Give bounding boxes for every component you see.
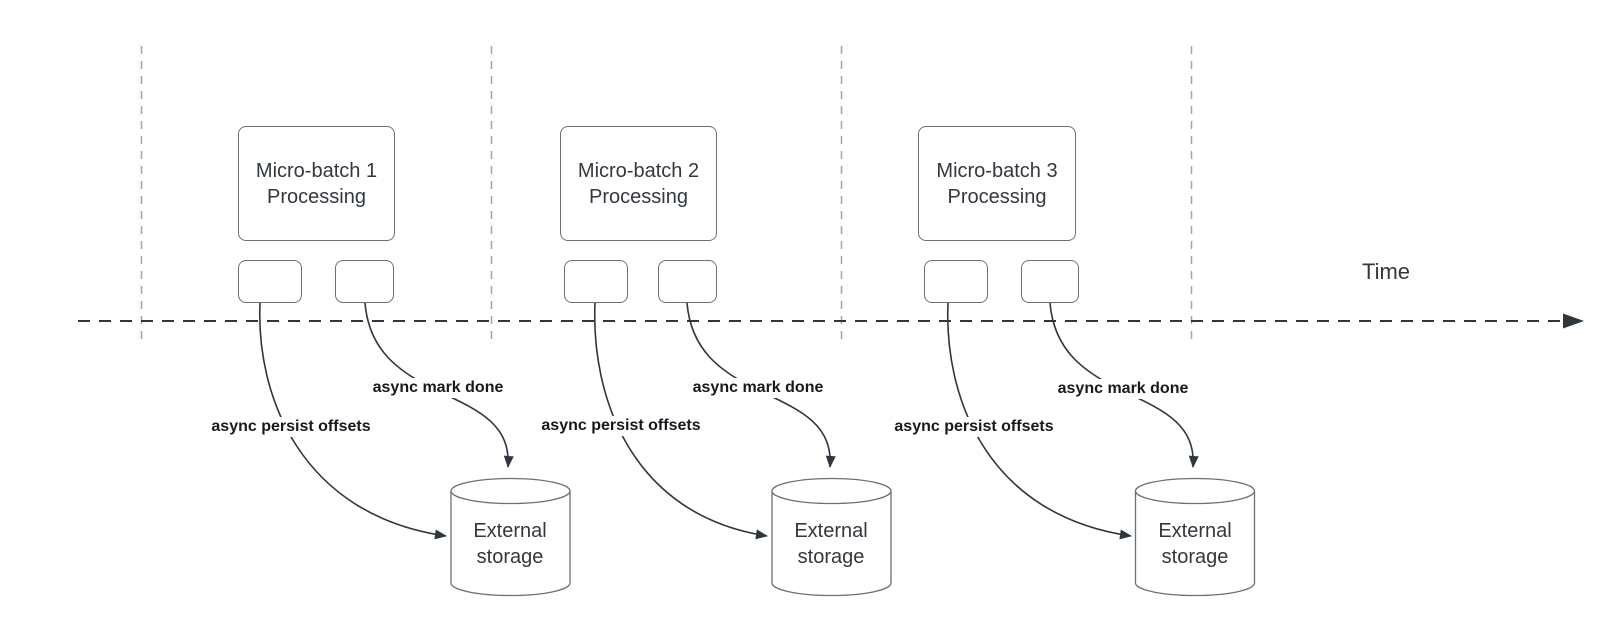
mark-done-label-3: async mark done: [1053, 379, 1193, 399]
persist-offsets-task-box-1: [238, 260, 302, 303]
persist-offsets-task-box-2: [564, 260, 628, 303]
mark-done-label-1: async mark done: [368, 378, 508, 398]
persist-offsets-arrow-1: [258, 302, 447, 540]
mark-done-task-box-2: [658, 260, 717, 303]
persist-offsets-arrow-3: [946, 302, 1132, 540]
micro-batch-3-label: Micro-batch 3 Processing: [936, 159, 1058, 208]
time-axis-label: Time: [1361, 259, 1411, 284]
micro-batch-3-processing-box: Micro-batch 3 Processing: [918, 126, 1076, 241]
mark-done-label-2: async mark done: [688, 378, 828, 398]
persist-offsets-label-1: async persist offsets: [207, 417, 375, 437]
external-storage-label-2: External storage: [794, 520, 868, 568]
micro-batch-1-label: Micro-batch 1 Processing: [255, 159, 378, 208]
storage-cylinder-3: [1134, 477, 1256, 597]
time-axis-arrowhead-icon: [1563, 313, 1584, 329]
persist-offsets-label-3: async persist offsets: [890, 417, 1058, 437]
persist-offsets-task-box-3: [924, 260, 988, 303]
micro-batch-1-processing-box: Micro-batch 1 Processing: [238, 126, 395, 241]
external-storage-label-1: External storage: [473, 520, 547, 568]
storage-cylinder-1: [450, 477, 571, 597]
persist-offsets-label-2: async persist offsets: [537, 416, 705, 436]
micro-batch-2-processing-box: Micro-batch 2 Processing: [560, 126, 717, 241]
persist-offsets-arrow-2: [593, 302, 768, 540]
external-storage-label-3: External storage: [1158, 520, 1232, 568]
mark-done-task-box-3: [1021, 260, 1079, 303]
mark-done-task-box-1: [335, 260, 394, 303]
micro-batch-2-label: Micro-batch 2 Processing: [577, 159, 700, 208]
storage-cylinder-2: [771, 477, 892, 597]
